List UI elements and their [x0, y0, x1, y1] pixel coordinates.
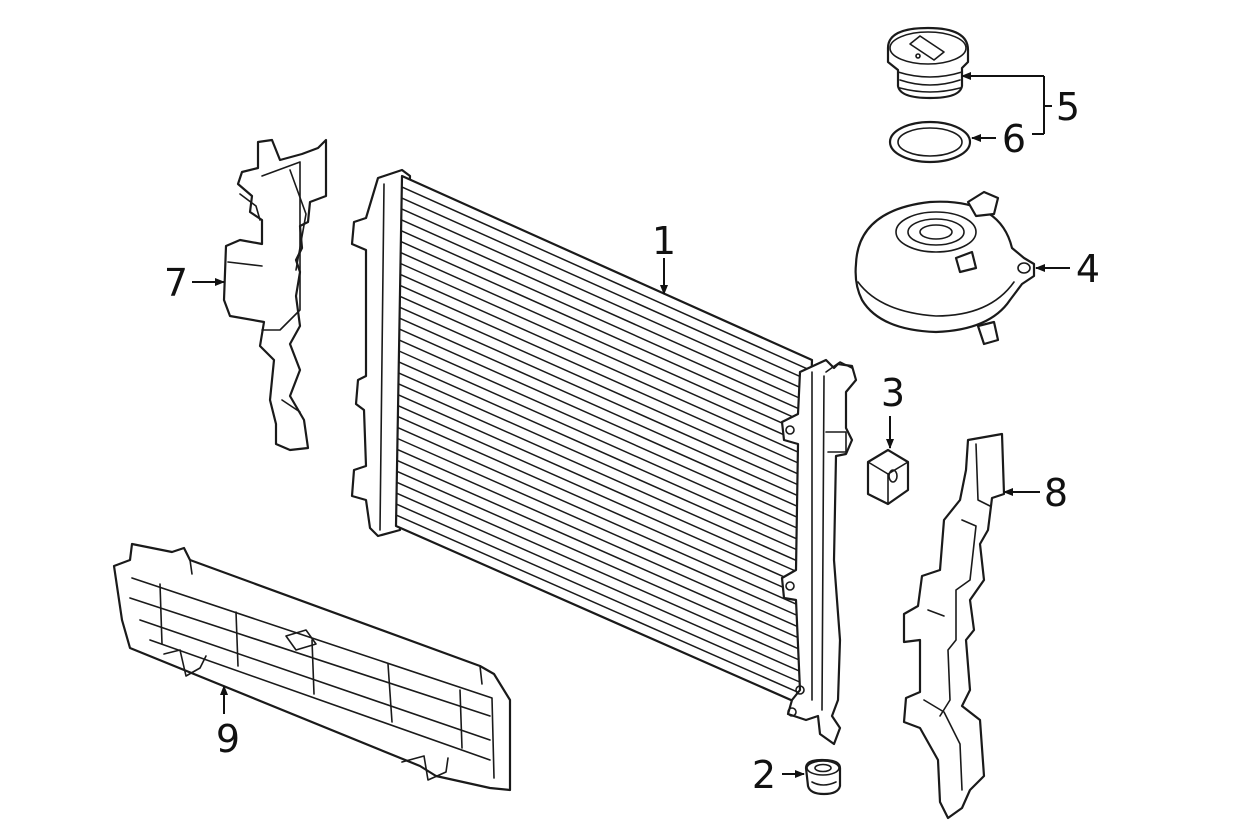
- radiator-fin: [398, 372, 806, 555]
- radiator-part: [350, 168, 858, 746]
- radiator-fin: [398, 361, 806, 544]
- expansion-tank-part: [854, 190, 1036, 346]
- radiator-fin: [399, 284, 809, 469]
- radiator-fin: [396, 492, 802, 673]
- radiator-fin: [397, 405, 805, 587]
- lower-air-deflector-part: [112, 542, 512, 792]
- radiator-fin: [395, 514, 801, 694]
- radiator-fin: [400, 219, 811, 404]
- callout-8: 8: [1044, 471, 1068, 515]
- callout-4: 4: [1076, 247, 1100, 291]
- radiator-fin: [397, 394, 805, 576]
- radiator-fin: [397, 415, 805, 598]
- callout-6: 6: [1002, 117, 1026, 161]
- callout-9: 9: [216, 717, 240, 761]
- callout-3: 3: [881, 371, 905, 415]
- radiator-fin: [397, 426, 804, 608]
- o-ring-seal-part: [888, 120, 972, 164]
- radiator-fin: [399, 273, 809, 458]
- radiator-fin: [400, 262, 810, 447]
- radiator-fin: [400, 240, 811, 426]
- radiator-fin: [397, 437, 804, 619]
- radiator-fin: [398, 350, 807, 533]
- radiator-fin: [396, 448, 803, 630]
- radiator-fin: [396, 470, 803, 651]
- radiator-fin: [400, 251, 810, 436]
- callout-5: 5: [1056, 85, 1080, 129]
- radiator-fin: [400, 230, 811, 415]
- radiator-fin: [399, 317, 808, 501]
- radiator-fin: [396, 481, 802, 662]
- radiator-fin: [401, 208, 812, 393]
- radiator-fin: [401, 197, 812, 383]
- radiator-fins: [395, 186, 812, 694]
- radiator-fin: [396, 459, 803, 641]
- callout-2: 2: [752, 753, 776, 797]
- callout-1: 1: [652, 219, 676, 263]
- radiator-fin: [398, 383, 806, 565]
- grommet-part: [804, 758, 842, 796]
- radiator-fin: [399, 295, 809, 479]
- radiator-fin: [396, 503, 802, 684]
- radiator-fin: [399, 306, 808, 490]
- filler-cap-part: [886, 26, 970, 100]
- callout-7: 7: [164, 261, 188, 305]
- right-air-guide-part: [902, 432, 1006, 820]
- radiator-fin: [399, 328, 808, 512]
- radiator-fin: [401, 186, 812, 372]
- mount-pad-part: [866, 448, 910, 506]
- left-air-guide-part: [222, 138, 328, 452]
- callouts: 1 2 3 4 5 6 7 8 9: [164, 72, 1100, 797]
- radiator-fin: [398, 339, 807, 522]
